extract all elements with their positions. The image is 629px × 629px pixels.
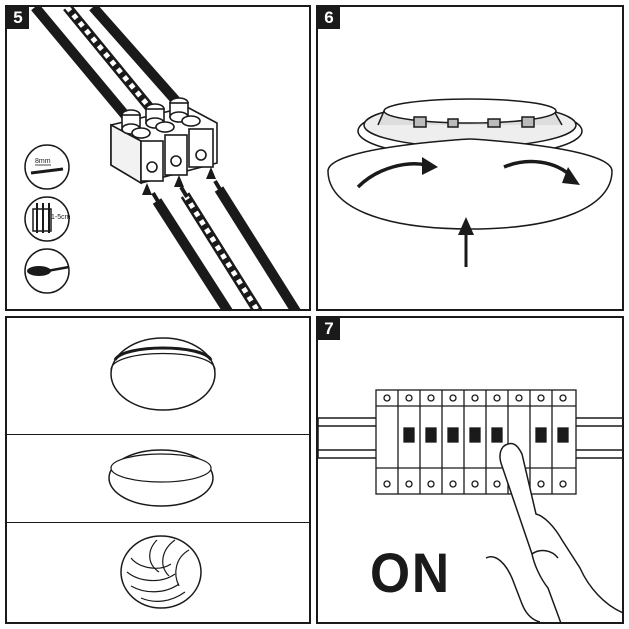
step-6-panel: 6 bbox=[316, 5, 624, 311]
screwdriver-icon bbox=[24, 248, 70, 294]
variant-divider bbox=[7, 522, 309, 523]
variants-illustration bbox=[108, 337, 216, 609]
wiring-illustration: 8mm 1-5cm bbox=[24, 7, 301, 309]
strip-length-label: 8mm bbox=[35, 158, 51, 165]
insert-arrow-icon bbox=[142, 167, 216, 195]
swirl-lamp-icon bbox=[120, 535, 202, 609]
step-number: 6 bbox=[318, 7, 340, 29]
dome-lamp-icon bbox=[110, 337, 216, 411]
variant-divider bbox=[7, 434, 309, 435]
breaker-icon bbox=[375, 389, 577, 495]
depth-gauge-icon: 1-5cm bbox=[24, 196, 71, 242]
lamp-variants-panel bbox=[5, 316, 311, 624]
step-7-panel: ON 7 bbox=[316, 316, 624, 624]
on-label: ON bbox=[370, 541, 451, 604]
cable-icon bbox=[151, 179, 301, 309]
step-5-panel: 8mm 1-5cm 5 bbox=[5, 5, 311, 311]
strip-gauge-icon: 8mm bbox=[24, 144, 70, 190]
step-number: 5 bbox=[7, 7, 29, 29]
step-number: 7 bbox=[318, 318, 340, 340]
lamp-shade-icon bbox=[327, 138, 613, 230]
connector-block-icon bbox=[110, 97, 218, 185]
hand-icon bbox=[485, 442, 622, 622]
breaker-illustration bbox=[318, 389, 622, 622]
flat-lamp-icon bbox=[108, 449, 214, 507]
mount-illustration bbox=[327, 98, 613, 267]
cable-icon bbox=[31, 7, 189, 131]
push-arrow-icon bbox=[458, 217, 474, 267]
depth-label: 1-5cm bbox=[51, 214, 71, 221]
